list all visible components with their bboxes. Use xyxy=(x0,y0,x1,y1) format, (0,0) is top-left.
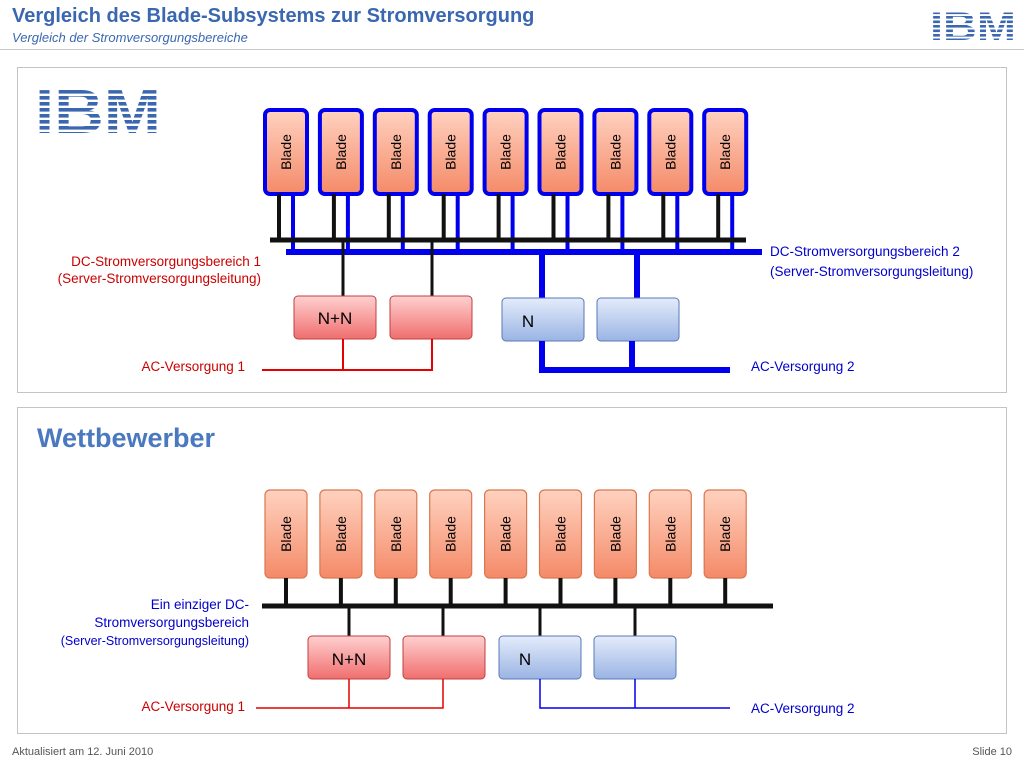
competitor-psu-single-label: N xyxy=(519,650,531,669)
ibm-ac-supply-1-label: AC-Versorgung 1 xyxy=(141,359,245,374)
competitor-blade-label: Blade xyxy=(333,516,349,552)
competitor-ac-feed-2 xyxy=(539,679,730,709)
competitor-psu-single-1 xyxy=(498,635,582,680)
ibm-blade xyxy=(537,108,584,196)
competitor-psu-redundant-2 xyxy=(402,635,486,680)
competitor-heading: Wettbewerber xyxy=(37,423,216,453)
ibm-blade-group: Blade Blade Blade Blade Blade Blade Blade Blade… xyxy=(263,108,749,252)
ibm-ac-feed-1 xyxy=(262,339,433,371)
competitor-ac-feed-1 xyxy=(256,679,444,709)
competitor-dc-domain-line2: Stromversorgungsbereich xyxy=(94,615,249,630)
ibm-dc-domain-2-line1: DC-Stromversorgungsbereich 2 xyxy=(770,244,960,259)
ibm-psu-redundant-label: N+N xyxy=(318,309,352,328)
ibm-blade xyxy=(647,108,694,196)
ibm-blade-label: Blade xyxy=(553,134,569,170)
ibm-blade-label: Blade xyxy=(388,134,404,170)
footer-updated: Aktualisiert am 12. Juni 2010 xyxy=(12,746,154,758)
svg-text:IBM: IBM xyxy=(930,7,1016,43)
competitor-blade-label: Blade xyxy=(607,516,623,552)
competitor-psu-redundant-label: N+N xyxy=(332,650,366,669)
ibm-blade-label: Blade xyxy=(498,134,514,170)
footer-slide-number: Slide 10 xyxy=(972,746,1012,758)
competitor-blade-label: Blade xyxy=(717,516,733,552)
competitor-ac-supply-2-label: AC-Versorgung 2 xyxy=(751,701,855,716)
ibm-blade-label: Blade xyxy=(278,134,294,170)
competitor-blade-label: Blade xyxy=(278,516,294,552)
ibm-ac-supply-2-label: AC-Versorgung 2 xyxy=(751,359,855,374)
competitor-blade-label: Blade xyxy=(388,516,404,552)
competitor-dc-domain-line1: Ein einziger DC- xyxy=(151,597,249,612)
header-divider xyxy=(0,49,1024,50)
ibm-ac-feed-2 xyxy=(539,341,730,373)
ibm-psu-redundant-1 xyxy=(293,295,377,340)
competitor-psu-single-2 xyxy=(593,635,677,680)
ibm-blade xyxy=(482,108,529,196)
ibm-logo-header: IBM xyxy=(930,7,1016,43)
ibm-blade xyxy=(317,108,364,196)
ibm-blade-label: Blade xyxy=(662,134,678,170)
competitor-dc-domain-line3: (Server-Stromversorgungsleitung) xyxy=(61,634,249,648)
ibm-dc-domain-1-line1: DC-Stromversorgungsbereich 1 xyxy=(71,254,261,269)
competitor-blade-label: Blade xyxy=(662,516,678,552)
ibm-psu-single-label: N xyxy=(522,312,534,331)
ibm-blade-label: Blade xyxy=(607,134,623,170)
slide-subtitle: Vergleich der Stromversorgungsbereiche xyxy=(12,30,248,45)
competitor-blade-label: Blade xyxy=(498,516,514,552)
ibm-blade-label: Blade xyxy=(333,134,349,170)
ibm-blade xyxy=(427,108,474,196)
competitor-blade-label: Blade xyxy=(553,516,569,552)
ibm-dc-domain-1-line2: (Server-Stromversorgungsleitung) xyxy=(58,271,261,286)
ibm-blade xyxy=(592,108,639,196)
ibm-logo-large: IBM xyxy=(35,78,161,147)
ibm-dc-domain-2-line2: (Server-Stromversorgungsleitung) xyxy=(770,264,973,279)
competitor-ac-supply-1-label: AC-Versorgung 1 xyxy=(141,699,245,714)
ibm-blade xyxy=(702,108,749,196)
slide-title: Vergleich des Blade-Subsystems zur Strom… xyxy=(12,5,535,27)
competitor-blade-group: Blade Blade Blade Blade Blade Blade Blade Blade… xyxy=(264,489,747,606)
ibm-blade-label: Blade xyxy=(717,134,733,170)
ibm-blade-label: Blade xyxy=(443,134,459,170)
ibm-blade xyxy=(263,108,309,196)
competitor-blade-label: Blade xyxy=(443,516,459,552)
ibm-psu-single-2 xyxy=(596,297,680,342)
ibm-blade xyxy=(372,108,419,196)
